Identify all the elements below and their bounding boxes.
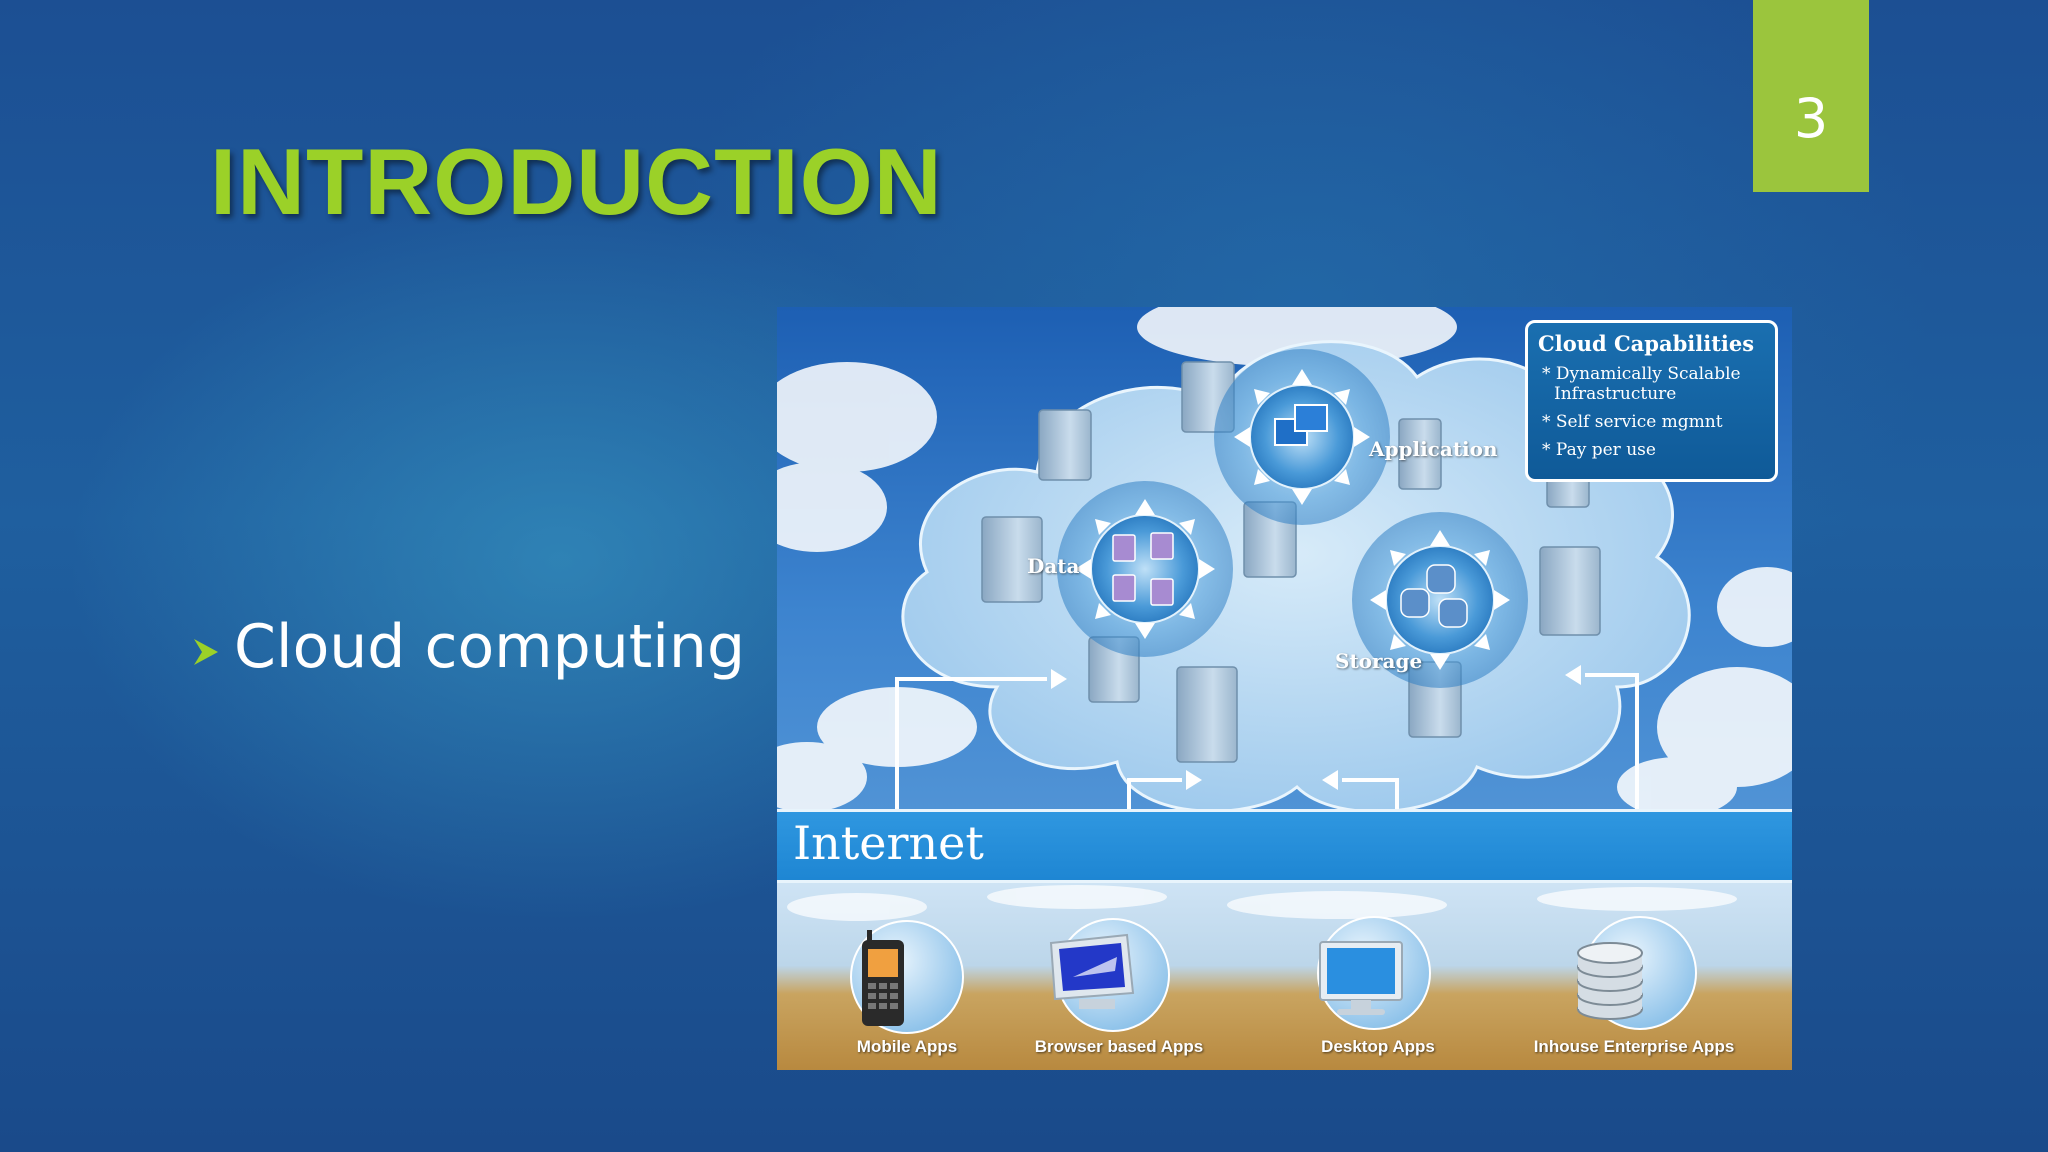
diagram-artwork	[777, 307, 1792, 1070]
cloud-computing-diagram: Cloud Capabilities * Dynamically Scalabl…	[777, 307, 1792, 1070]
cloud-capabilities-title: Cloud Capabilities	[1538, 331, 1755, 356]
capability-item: * Pay per use	[1542, 440, 1656, 460]
mobile-phone-icon	[862, 930, 904, 1026]
database-icon	[1577, 942, 1643, 1020]
desktop-apps-label: Desktop Apps	[1321, 1037, 1435, 1056]
field-clouds	[787, 885, 1737, 921]
bullet-text: Cloud computing	[234, 612, 746, 682]
data-label: Data	[1027, 554, 1080, 578]
capability-item: * Dynamically Scalable Infrastructure	[1542, 364, 1741, 404]
page-number: 3	[1793, 86, 1829, 150]
arrow-bullet-icon	[194, 639, 218, 665]
slide-title: INTRODUCTION	[210, 129, 943, 234]
capability-item: * Self service mgmnt	[1542, 412, 1723, 432]
connector-arrowheads	[1051, 665, 1581, 790]
bullet-item: Cloud computing	[192, 612, 745, 682]
application-node	[1214, 349, 1390, 525]
storage-label: Storage	[1335, 649, 1423, 673]
mobile-apps-label: Mobile Apps	[856, 1037, 958, 1056]
application-label: Application	[1369, 437, 1498, 461]
internet-band: Internet	[777, 809, 1792, 883]
internet-label: Internet	[793, 816, 984, 870]
storage-node	[1352, 512, 1528, 688]
browser-monitor-icon	[1049, 933, 1135, 1009]
enterprise-apps-label: Inhouse Enterprise Apps	[1533, 1037, 1735, 1056]
data-node	[1057, 481, 1233, 657]
desktop-monitor-icon	[1319, 941, 1403, 1015]
cloud-capabilities-box: Cloud Capabilities * Dynamically Scalabl…	[1525, 320, 1778, 482]
browser-apps-label: Browser based Apps	[1034, 1037, 1204, 1056]
page-number-tab: 3	[1753, 0, 1869, 192]
